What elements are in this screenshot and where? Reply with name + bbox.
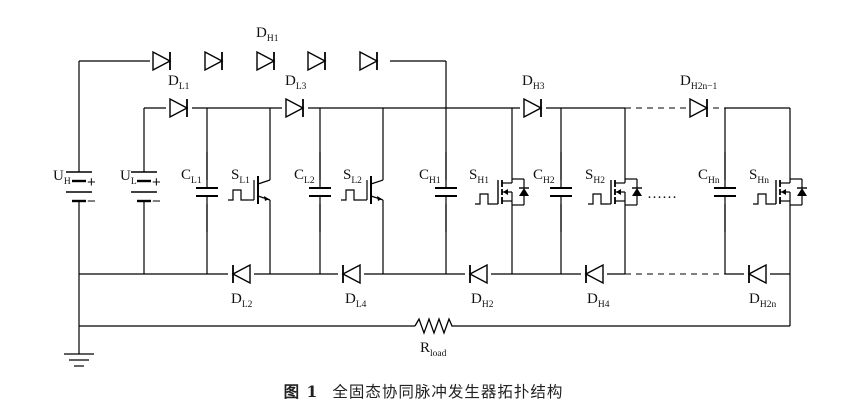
label-ul: UL: [120, 168, 137, 187]
label-ch1: CH1: [419, 167, 441, 186]
label-rload: Rload: [420, 340, 447, 359]
label-uh-plus: +: [87, 174, 96, 191]
label-dl2: DL2: [231, 291, 253, 310]
dashed-continuation: [625, 107, 725, 275]
igbt-switches: [227, 139, 384, 241]
label-ch2: CH2: [533, 167, 555, 186]
label-sl2: SL2: [343, 167, 362, 186]
label-uh-minus: −: [87, 193, 96, 210]
figure-caption: 图 1 全固态协同脉冲发生器拓扑结构: [0, 380, 847, 402]
figure-title: 全固态协同脉冲发生器拓扑结构: [332, 383, 564, 401]
label-dl1: DL1: [168, 73, 190, 92]
label-cl1: CL1: [181, 167, 202, 186]
label-ul-plus: +: [152, 174, 161, 191]
component-labels: DH1 DL1 DL3 DH3 DH2n−1 UH + − UL + − CL1…: [53, 25, 776, 359]
label-dl3: DL3: [285, 73, 307, 92]
label-cl2: CL2: [294, 167, 315, 186]
capacitors: [195, 151, 737, 233]
figure-number: 图 1: [283, 382, 319, 401]
label-ul-minus: −: [152, 193, 161, 210]
top-diodes: [166, 98, 712, 118]
label-dh2: DH2: [471, 291, 494, 310]
igbt-sl2: [366, 139, 384, 241]
resistor-rload: [414, 317, 455, 335]
label-dh1: DH1: [256, 25, 279, 44]
label-dl4: DL4: [345, 291, 367, 310]
label-uh: UH: [53, 168, 71, 187]
bottom-diodes: [228, 264, 770, 284]
label-ellipsis: ……: [647, 186, 677, 202]
label-dh2n: DH2n: [749, 291, 776, 310]
label-sh1: SH1: [469, 167, 489, 186]
battery-uh: [66, 171, 92, 213]
battery-ul: [131, 171, 157, 213]
label-sh2: SH2: [585, 167, 605, 186]
diode-chain-dh1: [150, 51, 390, 71]
label-dh2n-1: DH2n−1: [680, 73, 718, 92]
label-dh4: DH4: [587, 291, 610, 310]
label-shn: SHn: [749, 167, 769, 186]
label-chn: CHn: [698, 167, 720, 186]
mosfet-switches: [474, 169, 813, 215]
label-dh3: DH3: [522, 73, 545, 92]
igbt-sl1: [253, 139, 271, 241]
label-sl1: SL1: [231, 167, 250, 186]
